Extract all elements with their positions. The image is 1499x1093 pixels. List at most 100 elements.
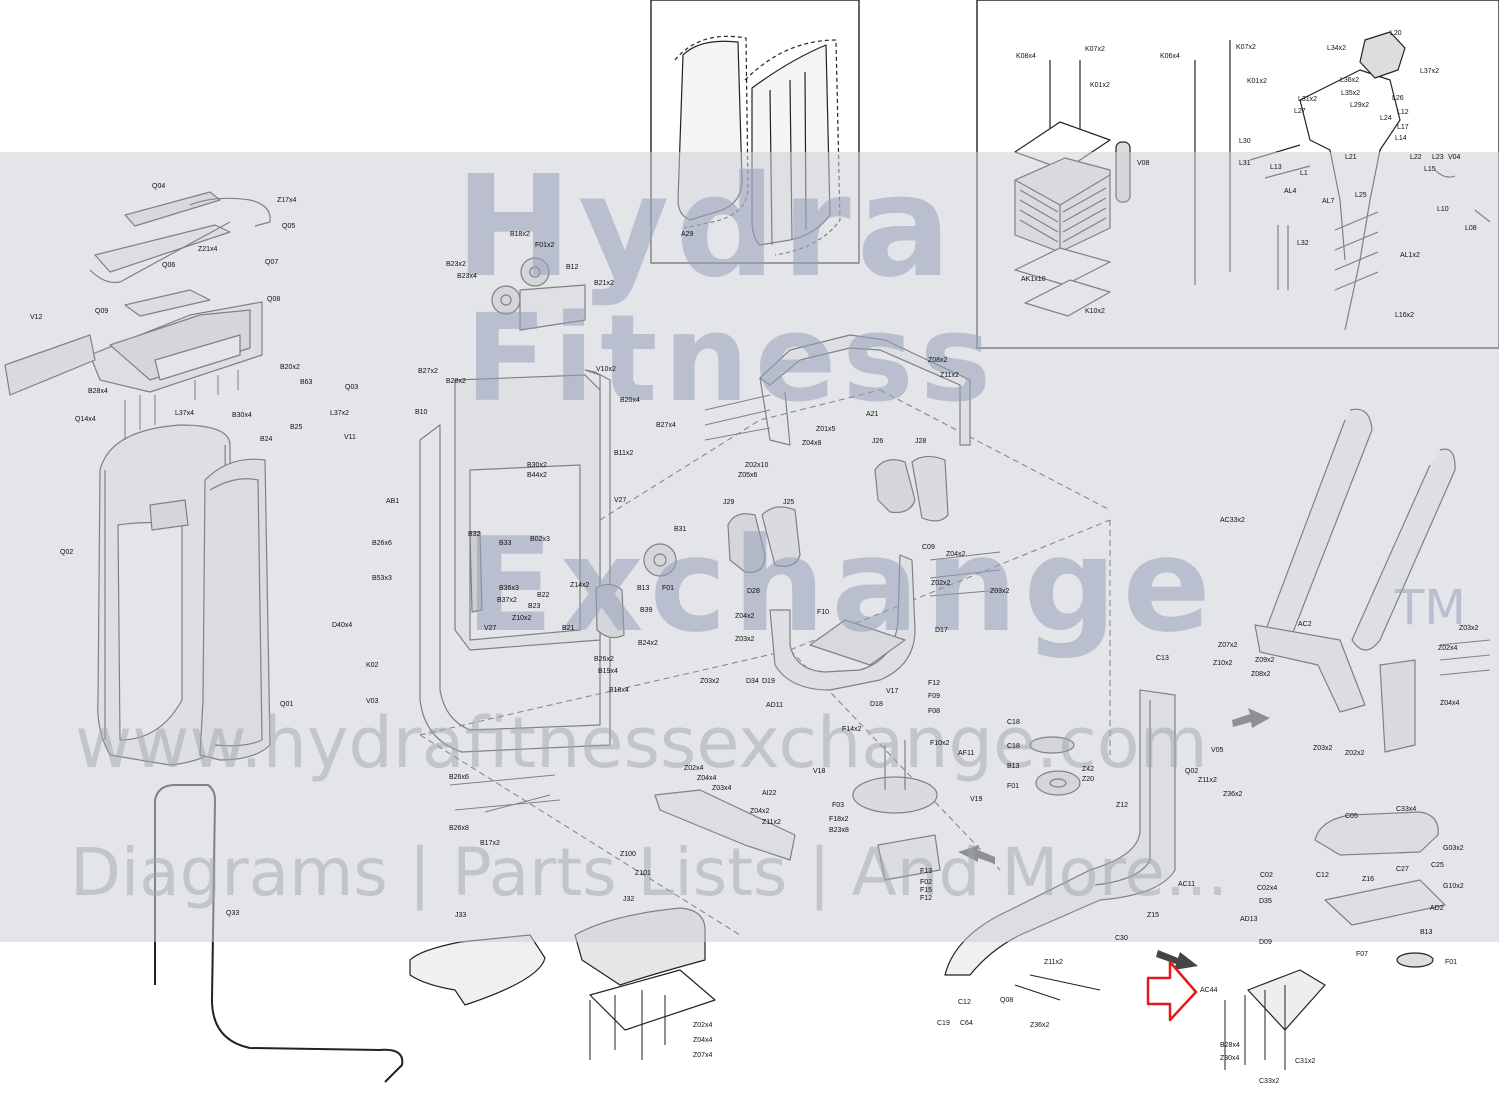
watermark-line1: Hydra — [455, 146, 958, 309]
part-label: Z10x2 — [1213, 660, 1233, 667]
part-label: Z07x2 — [1218, 642, 1238, 649]
part-label: F09 — [928, 693, 941, 700]
part-label: G03x2 — [1443, 845, 1464, 852]
part-label: V18 — [813, 768, 826, 775]
part-label: C18 — [1007, 719, 1020, 726]
part-label: V12 — [30, 314, 43, 321]
part-label: L37x4 — [175, 410, 195, 417]
part-label: L30 — [1239, 138, 1251, 145]
part-label: V11 — [344, 434, 356, 441]
part-label: C05 — [1345, 813, 1358, 820]
part-label: J29 — [723, 499, 735, 506]
part-label: B20x4 — [620, 397, 640, 404]
part-label: D34 — [746, 678, 759, 685]
part-label: B23 — [528, 603, 541, 610]
part-label: C13 — [1156, 655, 1169, 662]
part-label: C30 — [1115, 935, 1128, 942]
part-label: Z16 — [1362, 876, 1375, 883]
part-label: Z09x2 — [1255, 657, 1275, 664]
part-label: F14x2 — [842, 726, 862, 733]
watermark-line2: Fitness — [465, 290, 998, 429]
part-label: F08 — [928, 708, 941, 715]
part-label: K07x2 — [1236, 44, 1256, 51]
part-label: B10 — [415, 409, 428, 416]
part-label: Z08x2 — [928, 357, 948, 364]
part-label: D19 — [762, 678, 775, 685]
part-label: B26x6 — [449, 774, 469, 781]
part-label: B33 — [499, 540, 512, 547]
part-label: F10 — [817, 609, 830, 616]
part-label: B27x4 — [656, 422, 676, 429]
part-label: Z04x2 — [735, 613, 755, 620]
part-label: Z02x4 — [1438, 645, 1458, 652]
part-label: Z42 — [1082, 766, 1095, 773]
part-label: L22 — [1410, 154, 1422, 161]
part-label: A21 — [866, 411, 879, 418]
part-label: B31 — [674, 526, 687, 533]
part-label: B19x4 — [598, 668, 618, 675]
part-label: Z04x4 — [1440, 700, 1460, 707]
part-label: K10x2 — [1085, 308, 1105, 315]
part-label: V04 — [1448, 154, 1461, 161]
watermark-tm: TM — [1395, 580, 1466, 636]
part-label: B36x3 — [499, 585, 519, 592]
part-label: Z01x5 — [816, 426, 836, 433]
part-label: Q05 — [282, 223, 296, 230]
part-label: V27 — [614, 497, 627, 504]
part-label: K02 — [366, 662, 379, 669]
part-label: Z03x2 — [700, 678, 720, 685]
part-label: L21 — [1345, 154, 1357, 161]
part-label: B02x3 — [530, 536, 550, 543]
part-label: Z02x2 — [1345, 750, 1365, 757]
watermark-tagline: Diagrams | Parts Lists | And More... — [70, 834, 1228, 911]
part-label: J25 — [783, 499, 795, 506]
part-label: Z30x4 — [1220, 1055, 1240, 1062]
part-label: L1 — [1300, 170, 1308, 177]
part-label: B24 — [260, 436, 273, 443]
part-label: L15 — [1424, 166, 1436, 173]
part-label: B30x4 — [232, 412, 252, 419]
part-label: K07x2 — [1085, 46, 1105, 53]
part-label: B18x4 — [609, 687, 629, 694]
watermark-band — [0, 152, 1499, 942]
part-label: V17 — [886, 688, 899, 695]
part-label: C19 — [937, 1020, 950, 1027]
part-label: L20 — [1390, 30, 1402, 37]
watermark-url: www.hydrafitnessexchange.com — [75, 702, 1208, 784]
part-label: B27x2 — [418, 368, 438, 375]
part-label: L10 — [1437, 206, 1449, 213]
part-label: C31x2 — [1295, 1058, 1316, 1065]
part-label: B28x4 — [1220, 1042, 1240, 1049]
part-label: D35 — [1259, 898, 1272, 905]
part-label: AD2 — [1430, 905, 1444, 912]
part-label: A29 — [681, 231, 694, 238]
part-label: L31 — [1239, 160, 1251, 167]
part-label: C09 — [922, 544, 935, 551]
part-label: B21x2 — [594, 280, 614, 287]
part-label: C33x4 — [1396, 806, 1417, 813]
part-label: Z11x2 — [1044, 959, 1063, 966]
part-label: L27 — [1294, 108, 1306, 115]
part-label: Z10x2 — [512, 615, 532, 622]
part-label: F10x2 — [930, 740, 950, 747]
part-label: K08x4 — [1016, 53, 1036, 60]
part-label: Q07 — [265, 259, 279, 266]
part-label: Z36x2 — [1030, 1022, 1050, 1029]
part-label: Z20 — [1082, 776, 1095, 783]
part-label: L32 — [1297, 240, 1309, 247]
part-label: Z11x2 — [1198, 777, 1217, 784]
part-label: L29x2 — [1350, 102, 1370, 109]
part-label: K01x2 — [1247, 78, 1267, 85]
part-label: B30x2 — [527, 462, 547, 469]
part-label: Q02 — [60, 549, 74, 556]
part-label: L36x2 — [1340, 77, 1360, 84]
part-label: AD11 — [766, 702, 783, 709]
part-label: F01 — [1007, 783, 1020, 790]
part-label: V03 — [366, 698, 379, 705]
part-label: V19 — [970, 796, 983, 803]
part-label: AC44 — [1200, 987, 1218, 994]
part-label: B22 — [537, 592, 550, 599]
part-label: Q04 — [152, 183, 166, 190]
part-label: AI22 — [762, 790, 777, 797]
part-label: D28 — [747, 588, 760, 595]
